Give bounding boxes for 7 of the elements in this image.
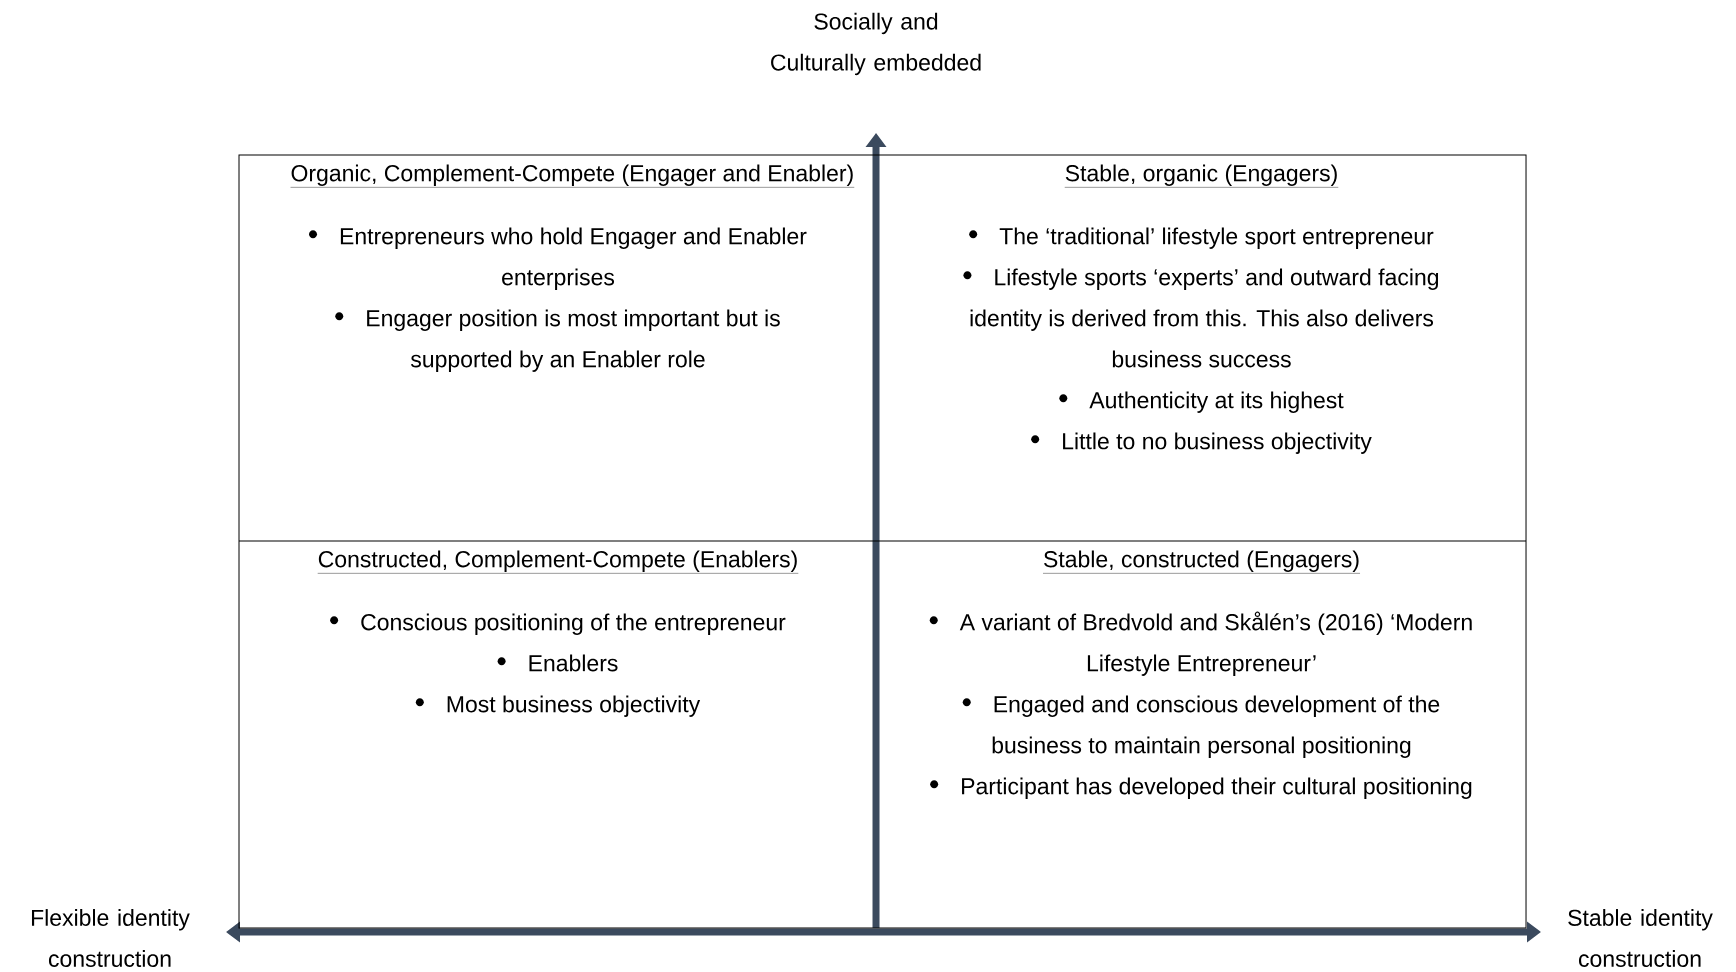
axis-label: Stable identity construction bbox=[1568, 909, 1713, 967]
axis-label: Flexible identity construction bbox=[32, 909, 190, 967]
quadrant-text: Stable, constructed (Engagers) A variant of Bredvold and Skålén’s (2016) ‘Modern Lifestyle Entrepreneur’ Engaged and conscious development of the business to maintain personal positioning Participant has developed their cultural positioning bbox=[929, 550, 1472, 799]
quadrant-text: Organic, Complement-Compete (Engager and Enabler) Entrepreneurs who hold Engager and Enabler enterprises Engager position is most important but is supported by an Enabler role bbox=[290, 164, 855, 372]
quadrant-text: Constructed, Complement-Compete (Enablers) Conscious positioning of the entrepreneur Enablers Most business objectivity bbox=[317, 550, 799, 717]
axis-label: Socially and Culturally embedded bbox=[771, 12, 981, 76]
quadrant-text: Stable, organic (Engagers) The ‘traditional’ lifestyle sport entrepreneur Lifestyle sports ‘experts’ and outward facing identity is derived from this. This also delivers business success Authenticity at its highest Little to no business objectivity bbox=[963, 164, 1439, 454]
